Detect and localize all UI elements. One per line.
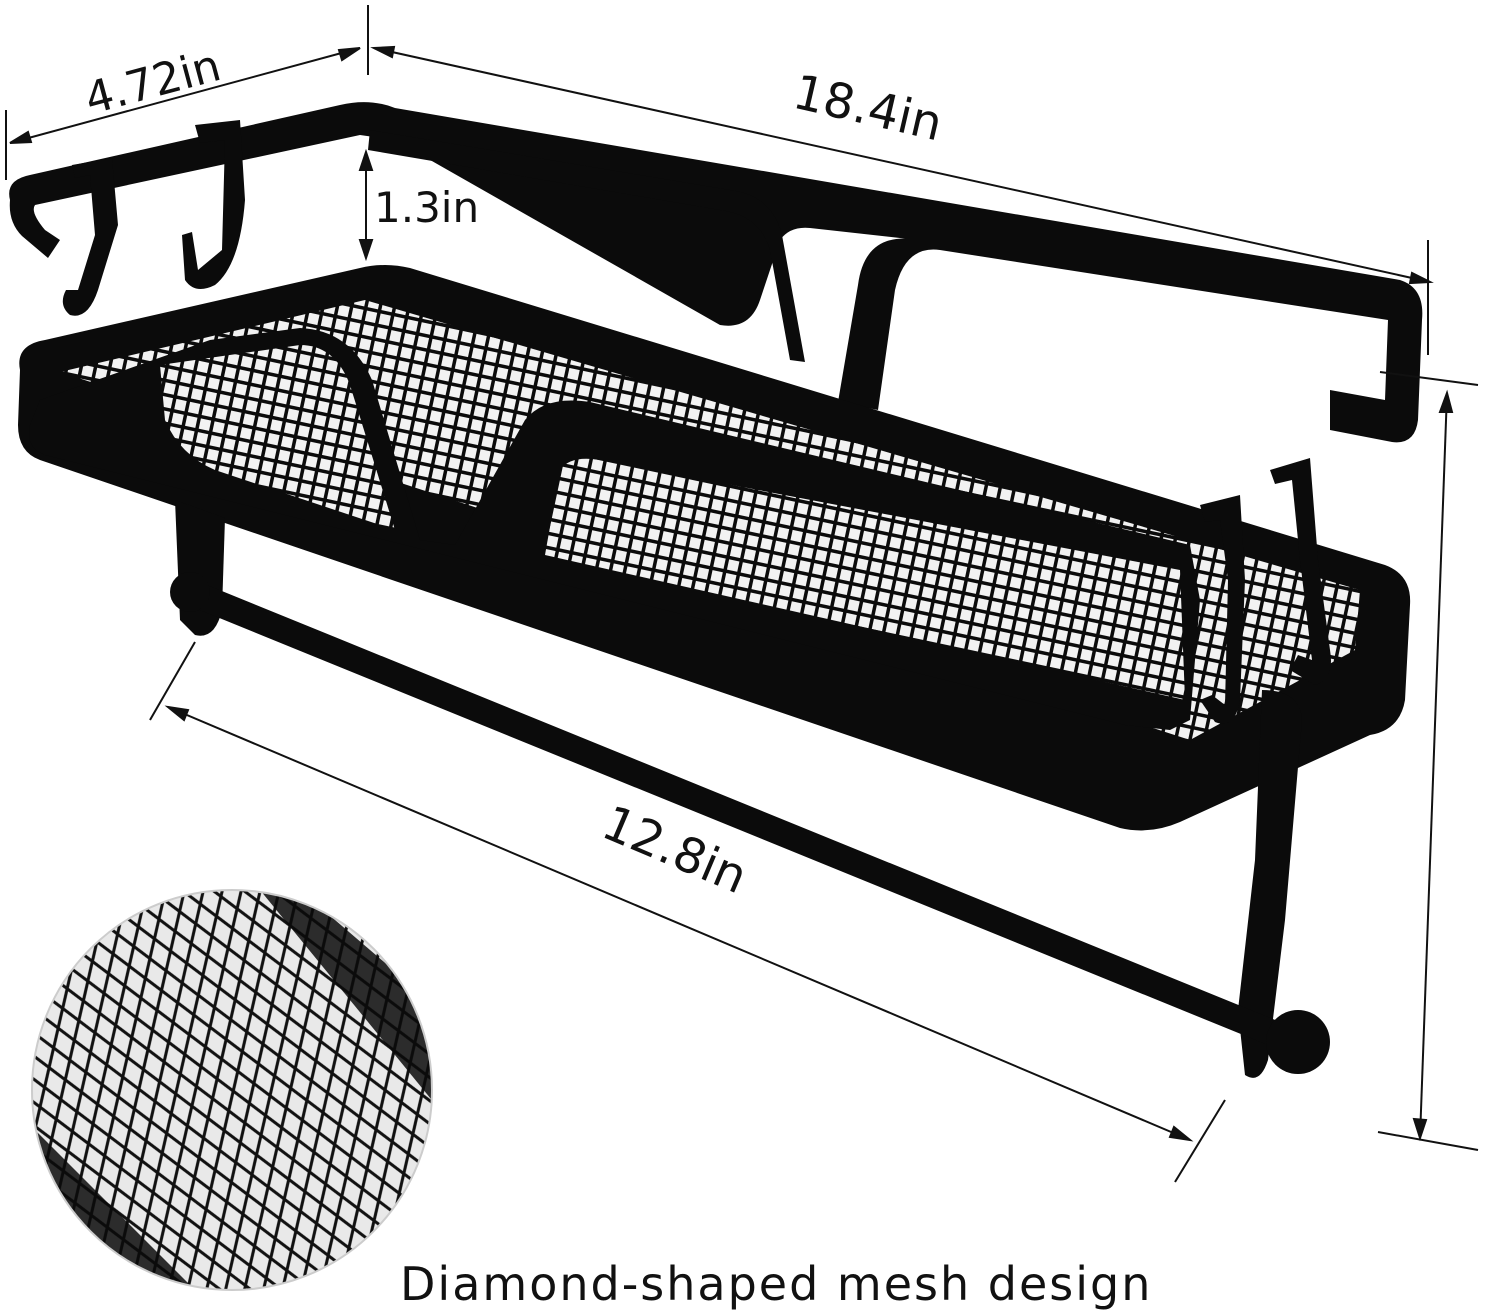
towel-bar bbox=[172, 577, 1303, 1053]
hook-right bbox=[1200, 495, 1245, 724]
shelf-product bbox=[9, 102, 1423, 1078]
mesh-detail-inset bbox=[31, 889, 433, 1291]
hook-left bbox=[62, 158, 118, 316]
side-bracket-right bbox=[1238, 690, 1302, 1078]
dim-height-label: 5in bbox=[1493, 720, 1500, 794]
caption-text: Diamond-shaped mesh design bbox=[400, 1257, 1152, 1311]
hook-left-2 bbox=[182, 120, 245, 289]
bar-end-left bbox=[170, 572, 210, 612]
bar-end-right bbox=[1266, 1010, 1330, 1074]
back-rail bbox=[9, 102, 1423, 443]
hook-right-2 bbox=[1270, 458, 1331, 685]
dim-rail-height-label: 1.3in bbox=[374, 183, 479, 232]
dimension-lines bbox=[5, 5, 1479, 1183]
dim-length-label: 18.4in bbox=[788, 64, 947, 152]
dim-depth-label: 4.72in bbox=[79, 40, 226, 125]
